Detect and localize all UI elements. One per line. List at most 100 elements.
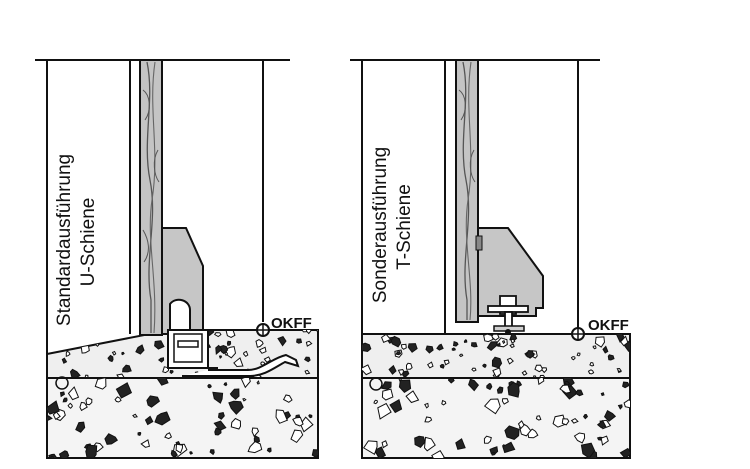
aggregate-stone [388,364,397,375]
variant-title: Sonderausführung [370,147,391,303]
level-label: OKFF [271,315,312,332]
aggregate-stone [576,352,581,357]
aggregate-stone [266,447,272,453]
aggregate-stone [305,330,312,335]
aggregate-stone [559,384,572,394]
aggregate-stone [218,355,223,359]
aggregate-stone [104,433,118,445]
aggregate-stone [214,427,222,436]
t-rail [487,295,529,335]
aggregate-stone [502,441,516,454]
left-detail: OKFF Standardausführung U-Schiene [35,59,319,459]
aggregate-stone [52,411,61,421]
aggregate-stone [600,392,605,397]
aggregate-stone [619,447,630,458]
aggregate-stone [596,419,607,429]
aggregate-stone [491,356,503,369]
screed-layer [361,333,631,379]
aggregate-stone [483,334,494,343]
aggregate-stone [122,364,132,373]
aggregate-stone [490,334,500,341]
aggregate-stone [154,340,165,350]
aggregate-stone [292,416,304,427]
aggregate-stone [447,378,455,384]
aggregate-stone [489,446,499,454]
aggregate-stone [592,345,597,350]
aggregate-stone [304,356,311,363]
aggregate-stone [111,350,117,356]
aggregate-stone [300,330,308,333]
aggregate-stone [517,420,525,430]
aggregate-stone [506,357,514,365]
aggregate-stone [169,369,174,375]
slab-edge-mark [369,377,383,391]
aggregate-stone [290,429,304,444]
aggregate-stone [315,330,318,333]
aggregate-stone [486,382,493,391]
aggregate-stone [209,449,215,456]
aggregate-stone [175,443,184,454]
aggregate-stone [507,381,520,398]
aggregate-stone [207,383,212,389]
right-detail: OKFF Sonderausführung T-Schiene [350,59,631,459]
aggregate-stone [490,451,496,456]
aggregate-stone [296,338,303,344]
aggregate-stone [65,350,71,358]
aggregate-stone [561,418,570,426]
aggregate-stone [574,389,584,397]
aggregate-stone [483,398,501,415]
aggregate-stone [580,442,596,458]
aggregate-stone [170,449,178,458]
aggregate-stone [377,402,392,420]
aggregate-stone [455,438,466,450]
aggregate-stone [62,397,68,403]
aggregate-stone [443,359,450,366]
aggregate-stone [120,330,127,334]
aggregate-stone [380,334,392,343]
aggregate-stone [600,435,609,446]
aggregate-stone [619,335,629,347]
aggregate-stone [425,345,434,354]
aggregate-stone [308,414,313,419]
aggregate-stone [589,361,595,367]
aggregate-stone [247,440,263,454]
carrier-block [477,227,544,317]
aggregate-stone [496,386,504,394]
aggregate-stone [215,344,223,356]
aggregate-stone [85,330,95,341]
aggregate-stone [504,425,520,440]
door-leaf-wood [139,59,163,336]
aggregate-stone [395,350,402,356]
aggregate-stone [61,357,68,364]
aggregate-stone [107,354,114,363]
aggregate-stone [258,346,267,354]
aggregate-stone [251,427,260,438]
aggregate-stone [482,363,487,369]
aggregate-stone [616,367,623,372]
rail-type-label: T-Schiene [394,184,415,270]
aggregate-stone [217,412,225,420]
aggregate-stone [603,410,617,422]
aggregate-stone [521,370,528,376]
aggregate-stone [69,368,81,378]
aggregate-stone [47,415,53,422]
aggregate-stone [67,386,80,401]
aggregate-stone [121,351,125,356]
aggregate-stone [154,411,171,426]
aggregate-stone [486,341,498,352]
aggregate-stone [400,343,407,350]
aggregate-stone [452,341,459,347]
aggregate-stone [157,357,165,363]
aggregate-stone [223,382,228,387]
aggregate-stone [224,351,229,357]
aggregate-stone [85,444,98,458]
aggregate-stone [552,414,567,428]
aggregate-stone [233,357,244,368]
aggregate-stone [85,397,93,406]
aggregate-stone [226,340,232,346]
rail-type-label: U-Schiene [78,198,99,287]
aggregate-stone [470,342,478,348]
aggregate-stone [137,431,142,436]
aggregate-stone [510,338,516,344]
